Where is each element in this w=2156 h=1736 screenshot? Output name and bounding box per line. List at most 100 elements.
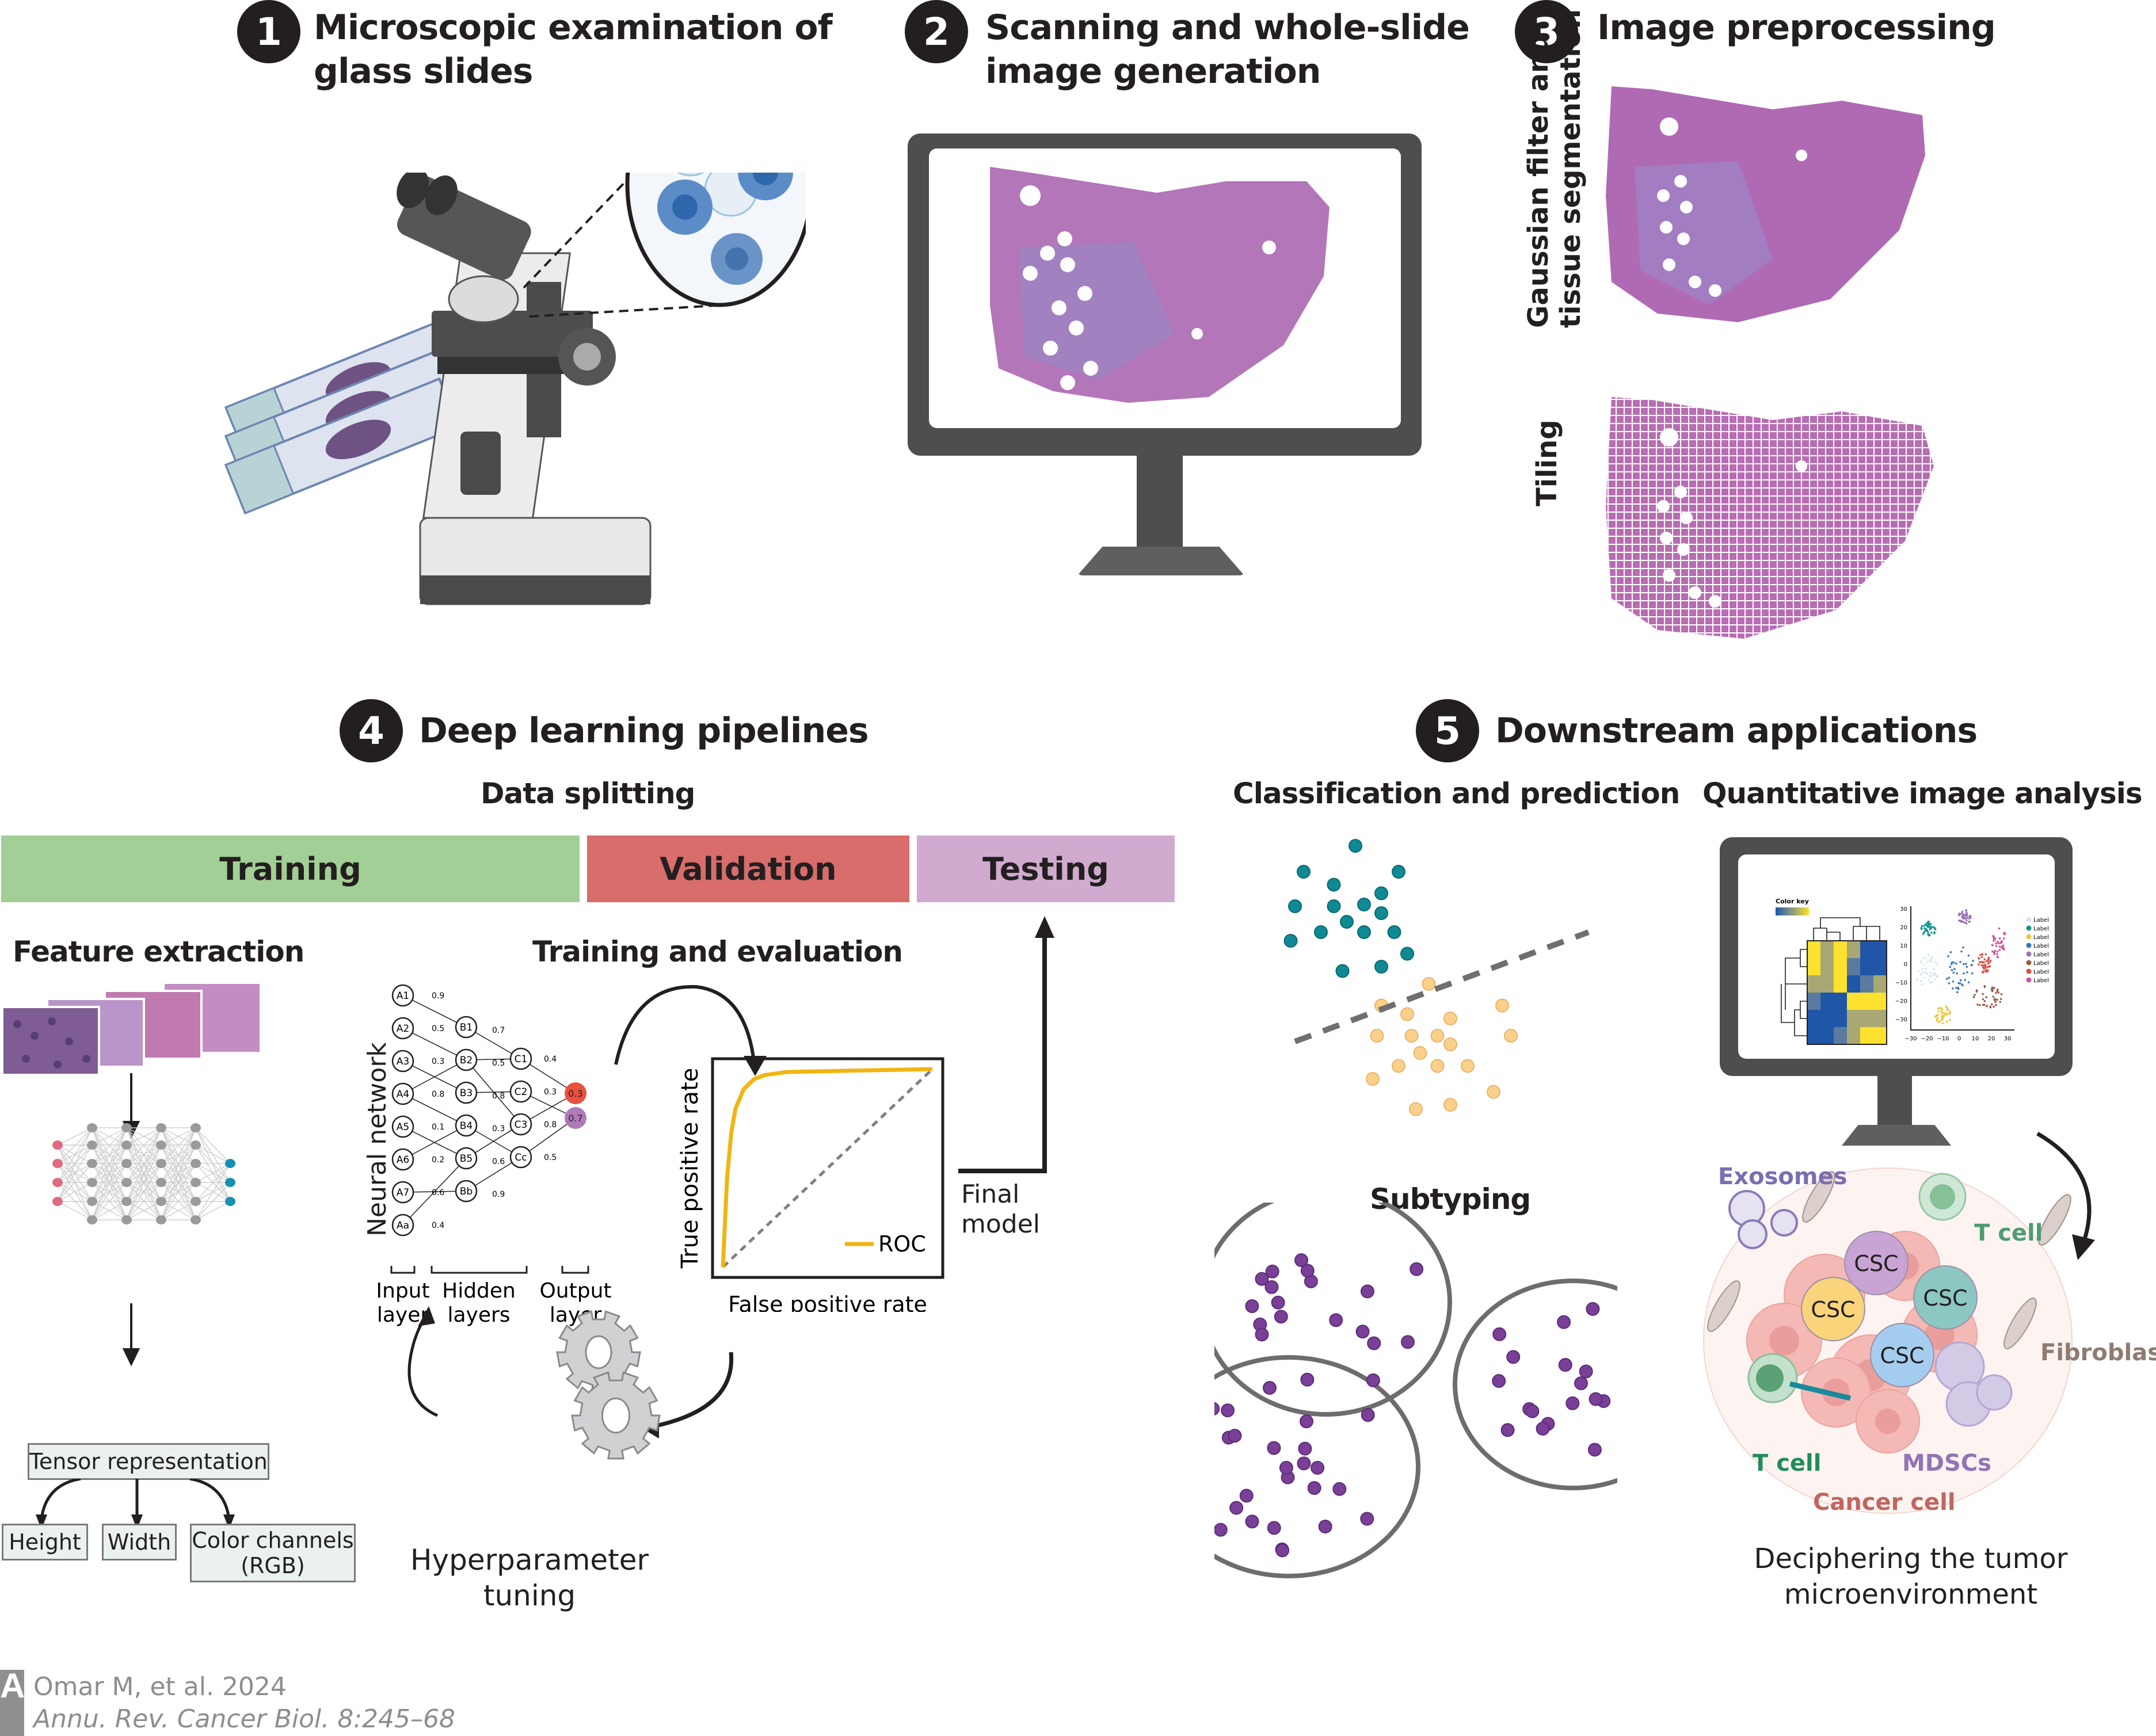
gaussian-label-line1: Gaussian filter and — [1522, 33, 1555, 328]
class-a-point — [1357, 925, 1371, 939]
tsne-legend-swatch — [2026, 917, 2032, 922]
tsne-point — [1930, 956, 1933, 959]
tsne-point — [1920, 962, 1922, 964]
subtype-point — [1586, 1302, 1600, 1316]
tsne-point — [1952, 971, 1955, 974]
heatmap-cell — [1860, 941, 1873, 958]
class-a-point — [1340, 915, 1354, 929]
tsne-point — [1987, 956, 1990, 959]
output-node — [565, 1107, 586, 1129]
input-node-label: A3 — [397, 1056, 409, 1067]
step-5-title: Downstream applications — [1495, 711, 1978, 751]
subtype-point — [1410, 1262, 1424, 1276]
step-4-title: Deep learning pipelines — [419, 711, 869, 751]
tsne-point — [1952, 987, 1954, 990]
tsne-point — [1984, 953, 1987, 956]
tsne-point — [1992, 995, 1995, 998]
class-b-point — [1400, 1007, 1414, 1021]
tsne-point — [1938, 1020, 1941, 1022]
input-node-label: A7 — [397, 1187, 409, 1199]
tsne-point — [1949, 966, 1952, 968]
classification-scatter — [1283, 839, 1590, 1116]
label-t-cell-top: T cell — [1974, 1220, 2043, 1246]
tsne-point — [1959, 979, 1962, 982]
citation-line2: Annu. Rev. Cancer Biol. 8:245–68 — [33, 1704, 456, 1734]
subtype-point — [1360, 1284, 1374, 1299]
weight-label: 0.4 — [432, 1221, 444, 1230]
step-5-badge: 5 — [1416, 699, 1479, 762]
exosome-icon — [1770, 1209, 1798, 1237]
heatmap-cell — [1847, 958, 1860, 975]
tsne-point — [1936, 1014, 1938, 1017]
label-t-cell-bottom: T cell — [1753, 1450, 1822, 1476]
step-1-title-line1: Microscopic examination of — [314, 7, 833, 48]
annual-reviews-logo: AR — [0, 1670, 24, 1736]
input-node — [391, 1082, 414, 1105]
subtype-point — [1579, 1364, 1593, 1379]
subtype-point — [1574, 1376, 1588, 1390]
subtype-point — [1492, 1374, 1506, 1388]
tsne-point — [1972, 996, 1975, 998]
cnn-node — [225, 1159, 235, 1168]
monitor-to-tme-arrow — [2036, 1131, 2095, 1260]
tsne-legend-label: Label — [2033, 917, 2049, 924]
subtype-point — [1294, 1253, 1309, 1268]
tsne-point — [1933, 961, 1936, 964]
input-node — [391, 1181, 414, 1204]
tsne-point — [1971, 972, 1974, 975]
subtype-point — [1264, 1280, 1279, 1294]
heatmap-cell — [1834, 958, 1847, 975]
tsne-point — [1981, 953, 1984, 956]
cnn-node — [191, 1178, 201, 1187]
tsne-point — [1925, 928, 1928, 930]
subtype-point — [1500, 1423, 1515, 1437]
tsne-point — [1959, 913, 1961, 915]
tsne-point — [1930, 975, 1932, 978]
heatmap-cell — [1834, 993, 1847, 1010]
cnn-node — [156, 1140, 166, 1150]
gaussian-label-line2: tissue segmentation — [1555, 9, 1587, 328]
hidden-node — [509, 1113, 532, 1136]
cnn-node — [191, 1197, 201, 1206]
tensor-label: Tensor representation — [29, 1449, 268, 1474]
tensor-width-box: Width — [102, 1524, 177, 1561]
tsne-point — [1983, 958, 1986, 961]
tsne-point — [1926, 924, 1929, 927]
label-mdscs: MDSCs — [1902, 1450, 1991, 1476]
cnn-node — [225, 1178, 235, 1187]
tsne-point — [1976, 1004, 1979, 1006]
roc-curve — [721, 1067, 933, 1268]
tsne-y-tick: 0 — [1904, 962, 1907, 968]
tsne-point — [1921, 983, 1923, 986]
subtype-point — [1267, 1441, 1281, 1455]
split-testing-label: Testing — [982, 850, 1109, 887]
tsne-legend-label: Label — [2033, 934, 2049, 941]
output-node-value: 0.7 — [568, 1113, 582, 1124]
tsne-point — [1919, 959, 1922, 962]
citation: Omar M, et al. 2024 Annu. Rev. Cancer Bi… — [33, 1671, 455, 1735]
class-b-point — [1404, 1029, 1419, 1043]
subtype-point — [1298, 1441, 1312, 1456]
tsne-legend-swatch — [2026, 968, 2032, 974]
heatmap-cell — [1847, 993, 1860, 1010]
output-node — [565, 1082, 586, 1104]
analysis-monitor-screen — [1738, 854, 2055, 1059]
label-exosomes: Exosomes — [1718, 1163, 1848, 1190]
heatmap-cell — [1807, 958, 1820, 975]
heatmap-cell — [1873, 1027, 1887, 1044]
cnn-node — [121, 1197, 132, 1206]
heatmap-cell — [1873, 975, 1887, 993]
subtype-point — [1587, 1443, 1602, 1457]
class-b-point — [1461, 1059, 1475, 1073]
tsne-point — [1926, 972, 1929, 975]
tsne-point — [1995, 1004, 1997, 1006]
tsne-point — [1933, 932, 1936, 934]
fibroblast-icon — [2038, 1194, 2071, 1246]
hidden-node-label: Bb — [460, 1186, 473, 1197]
subtype-point — [1557, 1315, 1571, 1329]
final-model-line2: model — [961, 1210, 1041, 1239]
csc-label: CSC — [1880, 1343, 1924, 1368]
tsne-point — [1925, 967, 1928, 970]
tsne-x-tick: 10 — [1972, 1036, 1979, 1042]
tsne-point — [1979, 953, 1982, 956]
